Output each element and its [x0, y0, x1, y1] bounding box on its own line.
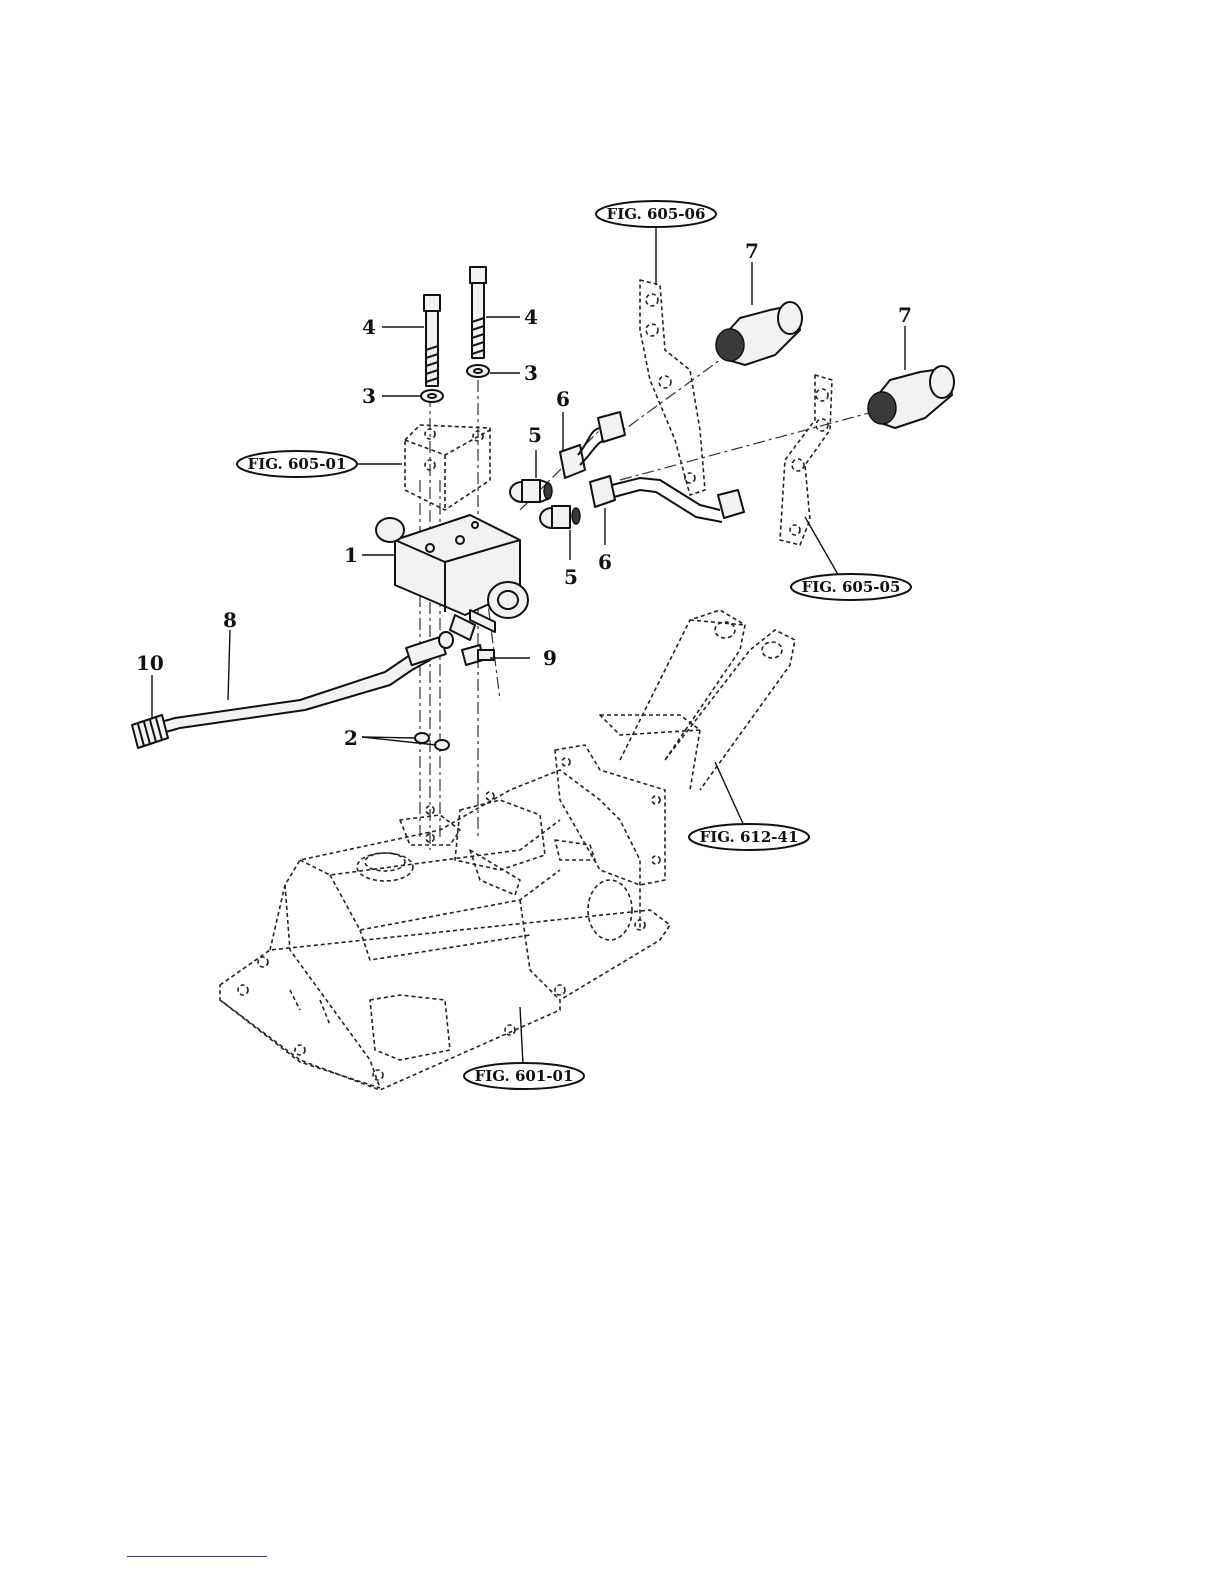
callout-10: 10: [136, 651, 164, 675]
callout-5-lower: 5: [564, 565, 578, 589]
svg-text:FIG. 605-01: FIG. 605-01: [248, 455, 347, 473]
figure-refs: FIG. 605-06 FIG. 605-01 FIG. 605-05 FIG.…: [237, 201, 911, 1089]
housing-phantom: [220, 770, 670, 1090]
callout-3-left: 3: [362, 384, 376, 408]
fig-ref-601-01: FIG. 601-01: [464, 1063, 584, 1089]
callout-9: 9: [543, 646, 557, 670]
callout-8: 8: [223, 608, 237, 632]
bolt-left: [424, 295, 440, 386]
fig-ref-605-01: FIG. 605-01: [237, 451, 357, 477]
bolt-right: [470, 267, 486, 358]
coupler-upper: [716, 302, 802, 365]
knob: [132, 715, 168, 748]
footnote-rule: [127, 1556, 267, 1557]
tube-upper: [560, 412, 625, 478]
coupler-lower: [868, 366, 954, 428]
fig-ref-605-05: FIG. 605-05: [791, 574, 911, 600]
control-valve: [376, 515, 528, 640]
leader-lines: [152, 226, 905, 1064]
callout-5-upper: 5: [528, 423, 542, 447]
callout-6-upper: 6: [556, 387, 570, 411]
lever: [150, 632, 453, 735]
bracket-605-06-phantom: [640, 280, 705, 495]
callout-7-lower: 7: [898, 303, 912, 327]
callout-3-right: 3: [524, 361, 538, 385]
callout-7-upper: 7: [745, 239, 759, 263]
callout-4-right: 4: [524, 305, 538, 329]
svg-text:FIG. 605-06: FIG. 605-06: [607, 205, 706, 223]
tube-lower: [590, 476, 744, 522]
callout-1: 1: [344, 543, 358, 567]
svg-text:FIG. 601-01: FIG. 601-01: [475, 1067, 574, 1085]
washer-right: [467, 365, 489, 377]
screw: [462, 645, 494, 665]
svg-text:FIG. 605-05: FIG. 605-05: [802, 578, 901, 596]
fitting-upper: [510, 480, 552, 502]
svg-text:FIG. 612-41: FIG. 612-41: [700, 828, 799, 846]
callout-2: 2: [344, 726, 358, 750]
mount-block-phantom: [405, 425, 490, 510]
washer-left: [421, 390, 443, 402]
small-washers: [415, 733, 449, 750]
callout-6-lower: 6: [598, 550, 612, 574]
fig-ref-612-41: FIG. 612-41: [689, 824, 809, 850]
callout-4-left: 4: [362, 315, 376, 339]
fig-ref-605-06: FIG. 605-06: [596, 201, 716, 227]
fitting-lower: [540, 506, 580, 528]
